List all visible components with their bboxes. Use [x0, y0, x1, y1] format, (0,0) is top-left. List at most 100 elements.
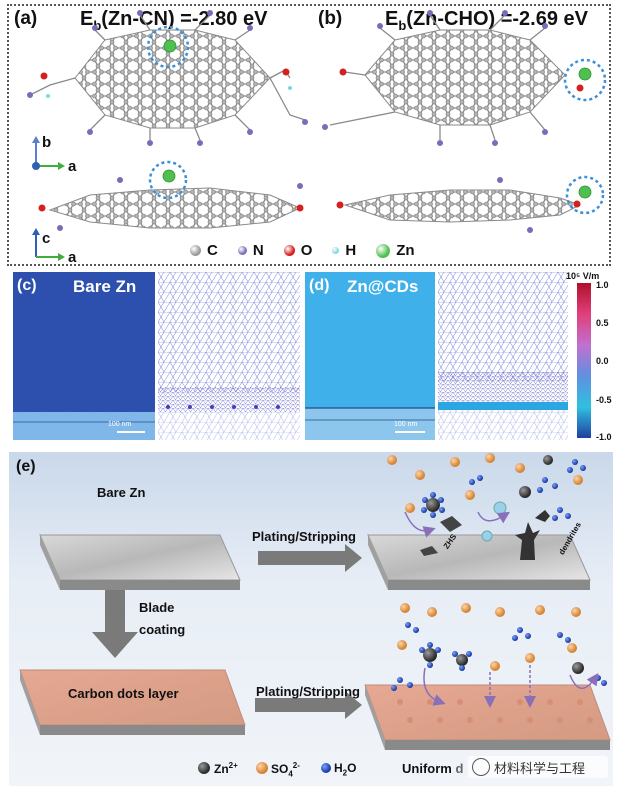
panel-e-schematic — [19, 453, 611, 774]
molecule-b-side — [343, 189, 582, 223]
n-atom — [542, 23, 548, 29]
axis-b-label: b — [42, 134, 51, 151]
uniform-slab-top — [364, 684, 611, 741]
legend-zn2plus: Zn2+ — [214, 761, 238, 776]
so4-ion-icon — [256, 762, 268, 774]
n-atom — [302, 119, 308, 125]
uniform-caption: Uniform d — [402, 761, 464, 776]
o-atom — [40, 72, 48, 80]
nitrogen-dot-icon — [237, 246, 247, 255]
ions-top — [387, 453, 586, 542]
colorbar-tick: 1.0 — [596, 280, 609, 290]
carbon-dot-icon — [190, 245, 201, 256]
uniform-deposits — [397, 699, 593, 723]
legend-h2o: H2O — [334, 761, 357, 778]
panel-c-field-map — [13, 272, 155, 440]
o-atom — [296, 204, 304, 212]
o-atom — [339, 68, 347, 76]
coating-caption: coating — [139, 622, 186, 637]
molecule-a-substituents — [29, 14, 306, 141]
n-atom — [527, 227, 533, 233]
colorbar-tick: -1.0 — [596, 432, 612, 442]
panel-d-label: (d) — [309, 277, 330, 294]
panel-d-mesh — [438, 272, 568, 440]
h-atom — [46, 94, 50, 98]
legend-so4: SO42- — [271, 761, 300, 779]
legend-item-c: C — [190, 242, 218, 259]
zn-highlight-circle — [146, 25, 190, 69]
n-atom — [492, 140, 498, 146]
plating-stripping-2: Plating/Stripping — [256, 684, 360, 699]
panel-d-title: Zn@CDs — [347, 277, 419, 296]
atom-legend: C N O H Zn — [190, 242, 435, 259]
blade-caption: Blade — [139, 600, 175, 615]
hydrogen-dot-icon — [332, 247, 340, 254]
panel-d-field-map — [305, 272, 435, 440]
oxygen-dot-icon — [283, 245, 295, 256]
n-atom — [57, 225, 63, 231]
zn-highlight-circle — [563, 58, 607, 102]
n-atom — [87, 129, 93, 135]
n-atom — [427, 10, 433, 16]
axis-a-label: a — [68, 158, 77, 175]
n-atom — [377, 23, 383, 29]
panel-a-label: (a) — [14, 8, 38, 29]
molecule-structures: b a c a — [27, 10, 607, 266]
zn-atom — [162, 169, 176, 183]
arrow-plating-2 — [255, 691, 362, 719]
axis-c-label: c — [42, 230, 50, 247]
colorbar-tick: 0.0 — [596, 356, 609, 366]
colorbar-tick: 0.5 — [596, 318, 609, 328]
panel-b-label: (b) — [318, 8, 343, 29]
n-atom — [247, 25, 253, 31]
n-atom — [147, 140, 153, 146]
legend-item-n: N — [237, 242, 264, 259]
bare-zn-slab-side — [40, 535, 60, 590]
o-atom — [573, 200, 581, 208]
n-atom — [322, 124, 328, 130]
panel-c-scale: 100 nm — [108, 421, 132, 428]
n-atom — [137, 10, 143, 16]
n-atom — [27, 92, 33, 98]
arrow-blade-coating — [92, 590, 138, 658]
panel-e-label: (e) — [16, 458, 36, 475]
dendrite-icon — [515, 522, 540, 560]
n-atom — [297, 183, 303, 189]
bare-zn-slab-front — [60, 580, 240, 590]
ions-bottom — [391, 603, 607, 708]
n-atom — [502, 10, 508, 16]
plating-stripping-1: Plating/Stripping — [252, 529, 356, 544]
legend-item-zn: Zn — [376, 242, 415, 259]
bare-zn-caption: Bare Zn — [97, 485, 146, 500]
panel-c-label: (c) — [17, 277, 37, 294]
axis-a-label-bottom: a — [68, 249, 77, 266]
colorbar — [577, 283, 591, 438]
arrow-plating-1 — [258, 544, 362, 572]
zhs-flake-icon — [440, 516, 462, 532]
o-atom — [38, 204, 46, 212]
dendrite-slab-top — [367, 534, 591, 581]
n-atom — [437, 140, 443, 146]
axes-a-bottom — [32, 228, 65, 261]
h2o-icon — [321, 763, 331, 773]
colorbar-tick: -0.5 — [596, 395, 612, 405]
zn-atom — [578, 185, 592, 199]
o-atom — [336, 201, 344, 209]
o-atom — [282, 68, 290, 76]
axes-a-top — [32, 136, 65, 170]
zn-highlight-circle — [565, 175, 605, 215]
carbon-dots-layer-caption: Carbon dots layer — [68, 686, 179, 701]
n-atom — [497, 177, 503, 183]
o-atom — [576, 84, 584, 92]
colorbar-unit: 10⁵ V/m — [566, 271, 600, 281]
n-atom — [542, 129, 548, 135]
panel-c-mesh — [158, 272, 300, 440]
wechat-logo-icon — [472, 758, 490, 776]
n-atom — [247, 129, 253, 135]
molecule-b-substituents — [329, 14, 546, 141]
molecule-b-top — [364, 29, 566, 126]
panel-d-scale: 100 nm — [394, 421, 418, 428]
legend-item-h: H — [332, 242, 356, 259]
molecule-a-side — [48, 187, 302, 229]
